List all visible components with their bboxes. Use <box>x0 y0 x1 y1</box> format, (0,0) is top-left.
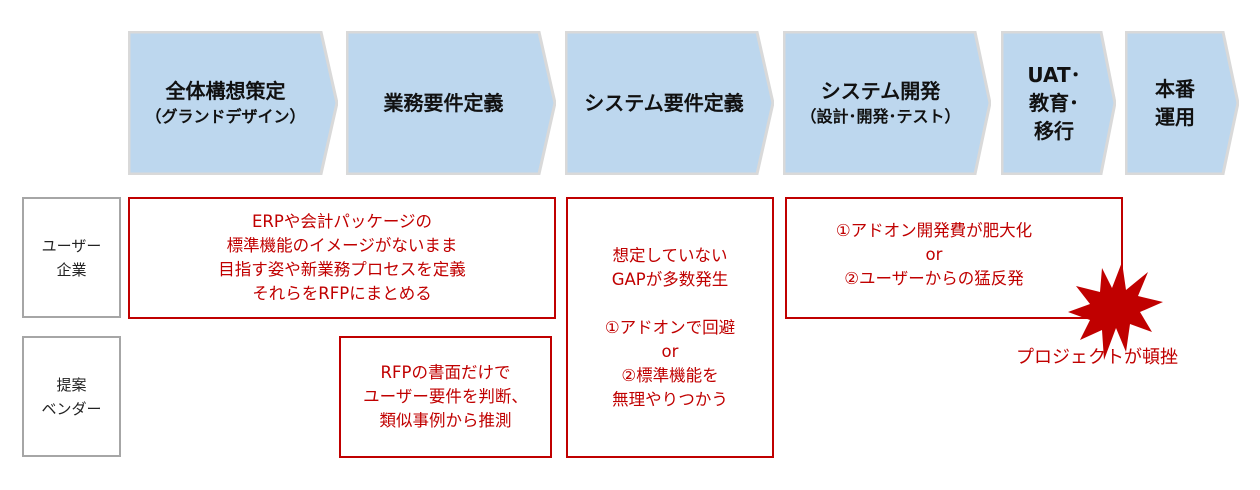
phase-system-development: システム開発 （設計･開発･テスト） <box>783 31 991 175</box>
issue-text: 無理やりつかう <box>612 389 728 409</box>
phase-subtitle: （グランドデザイン） <box>145 107 306 126</box>
issue-text: 標準機能のイメージがないまま <box>226 236 458 255</box>
issue-text: 類似事例から推測 <box>379 411 512 430</box>
issue-text: GAPが多数発生 <box>611 269 729 289</box>
phase-title: 教育･ <box>1029 91 1079 115</box>
phase-title: システム開発 <box>820 79 941 103</box>
issue-vendor-requirements: RFPの書面だけで ユーザー要件を判断、 類似事例から推測 <box>339 336 552 458</box>
phase-uat-training-migration: UAT･ 教育･ 移行 <box>1001 31 1116 175</box>
issue-text: ②ユーザーからの猛反発 <box>844 269 1024 288</box>
issue-text: ユーザー要件を判断、 <box>363 387 528 406</box>
issue-text: それらをRFPにまとめる <box>252 284 432 303</box>
issue-text: 想定していない <box>612 245 728 265</box>
phase-title: システム要件定義 <box>584 91 744 115</box>
row-label-text: 提案 <box>56 375 87 394</box>
issue-text: 目指す姿や新業務プロセスを定義 <box>218 260 466 279</box>
issue-user-plan: ERPや会計パッケージの 標準機能のイメージがないまま 目指す姿や新業務プロセス… <box>128 197 556 319</box>
phase-title: 本番 <box>1155 77 1195 101</box>
row-label-text: 企業 <box>56 260 87 279</box>
row-label-user: ユーザー企業 <box>22 197 121 318</box>
phase-title: 業務要件定義 <box>383 91 504 115</box>
issue-text: ERPや会計パッケージの <box>251 212 432 231</box>
issue-text: or <box>661 341 679 361</box>
explosion-icon <box>1068 262 1163 360</box>
phase-subtitle: （設計･開発･テスト） <box>800 107 961 126</box>
project-failure-label: プロジェクトが頓挫 <box>1016 347 1178 368</box>
phase-business-requirements: 業務要件定義 <box>346 31 556 175</box>
issue-text: ①アドオン開発費が肥大化 <box>835 221 1033 240</box>
row-label-text: ベンダー <box>41 399 102 418</box>
issue-text: ①アドオンで回避 <box>604 317 736 337</box>
phase-grand-design: 全体構想策定 （グランドデザイン） <box>128 31 338 175</box>
phase-production: 本番運用 <box>1125 31 1239 175</box>
issue-text: ②標準機能を <box>621 365 719 385</box>
issue-text: or <box>925 245 943 264</box>
phase-title: 運用 <box>1155 105 1195 129</box>
phase-title: 全体構想策定 <box>165 79 286 103</box>
issue-gap: 想定していない GAPが多数発生 ①アドオンで回避 or ②標準機能を 無理やり… <box>566 197 774 458</box>
phase-title: 移行 <box>1034 119 1074 143</box>
row-label-text: ユーザー <box>41 236 102 255</box>
issue-text: RFPの書面だけで <box>380 363 511 382</box>
row-label-vendor: 提案ベンダー <box>22 336 121 457</box>
phase-system-requirements: システム要件定義 <box>565 31 774 175</box>
issue-development: ①アドオン開発費が肥大化 or ②ユーザーからの猛反発 <box>785 197 1123 319</box>
phase-title: UAT･ <box>1027 63 1081 87</box>
